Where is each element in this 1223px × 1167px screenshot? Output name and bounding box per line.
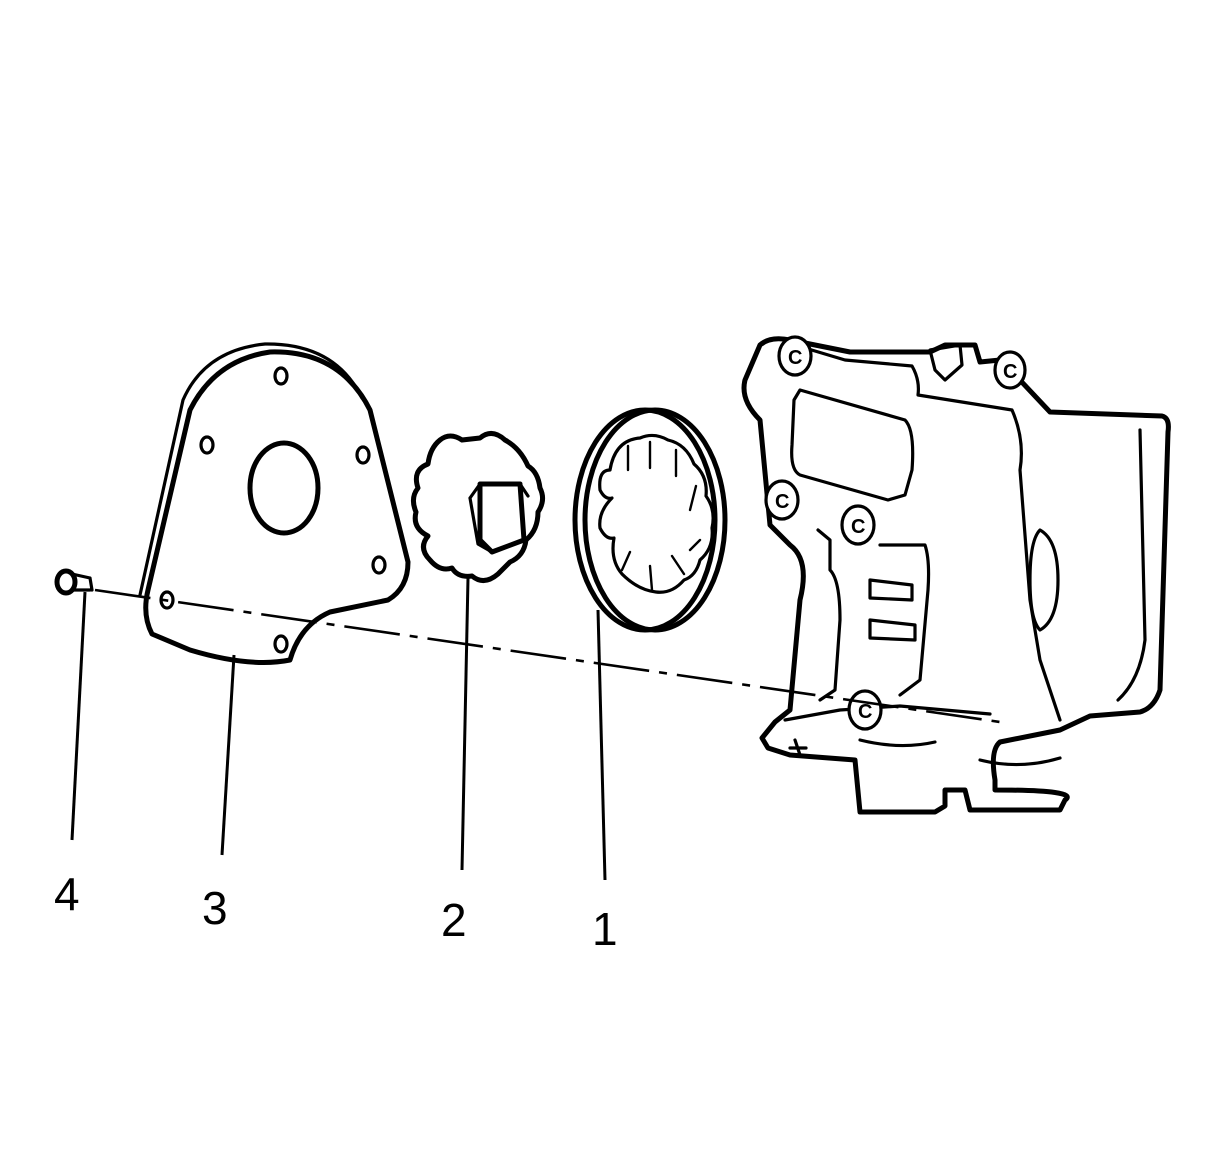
svg-text:C: C [858,701,872,723]
part-4-bolt [54,568,94,596]
svg-text:C: C [775,491,789,513]
boss-c-3: C [764,479,800,521]
pump-housing: C C C C C [741,335,1171,815]
callout-1: 1 [592,903,618,955]
boss-c-5: C [847,689,883,731]
boss-c-1: C [777,335,813,377]
svg-text:C: C [788,347,802,369]
svg-text:C: C [851,516,865,538]
part-2-inner-rotor [410,431,546,583]
callout-4: 4 [54,868,80,920]
part-3-cover-plate [138,342,411,665]
leader-lines [70,577,607,881]
boss-c-4: C [840,504,876,546]
boss-c-2: C [993,350,1027,390]
alignment-line [94,588,1001,724]
svg-text:C: C [1003,361,1017,383]
callout-2: 2 [441,894,467,946]
part-1-outer-rotor [572,407,728,633]
callout-3: 3 [202,882,228,934]
